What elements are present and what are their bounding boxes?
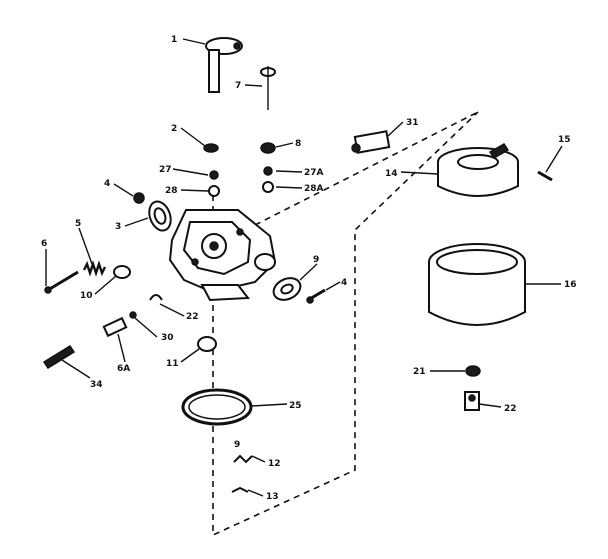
part-21-washer — [465, 365, 481, 377]
callout-25: 25 — [289, 401, 302, 411]
part-31-fitting — [351, 130, 391, 154]
callout-4-right: 4 — [341, 278, 347, 288]
callout-9-right: 9 — [313, 255, 319, 265]
part-2-seal — [203, 143, 219, 153]
callout-3: 3 — [115, 222, 121, 232]
part-4-screw-right — [306, 288, 326, 304]
callout-27: 27 — [159, 165, 172, 175]
part-4-screw-left — [133, 192, 145, 204]
part-1-throttle-shaft — [205, 37, 243, 93]
callout-15: 15 — [558, 135, 571, 145]
part-6-needle-screw — [44, 270, 79, 294]
part-16-filter-element — [428, 243, 526, 326]
callout-labels: 1 7 2 8 27 27A 28 28A 4 3 6 5 10 22 30 6… — [41, 35, 577, 502]
part-7-screw — [260, 66, 276, 110]
leader-lines — [45, 38, 563, 497]
callout-22-left: 22 — [186, 312, 199, 322]
part-22-right-nut — [464, 391, 480, 411]
part-25-large-gasket — [181, 388, 253, 426]
callout-34: 34 — [90, 380, 103, 390]
callout-9-lower: 9 — [234, 440, 240, 450]
part-27-28-small-parts — [208, 166, 274, 197]
callout-27a: 27A — [304, 168, 324, 178]
part-22-left — [149, 294, 163, 301]
callout-31: 31 — [406, 118, 419, 128]
assembly-dashed-lines — [212, 111, 479, 537]
carburetor-body — [168, 209, 277, 302]
part-12-13-bowl-nut — [231, 454, 253, 493]
callout-11: 11 — [166, 359, 179, 369]
part-3-gasket — [148, 200, 172, 232]
part-11-o-ring — [197, 336, 217, 352]
callout-22-right: 22 — [504, 404, 517, 414]
callout-28a: 28A — [304, 184, 324, 194]
callout-6: 6 — [41, 239, 47, 249]
callout-8: 8 — [295, 139, 301, 149]
callout-1: 1 — [171, 35, 177, 45]
part-5-spring — [82, 260, 107, 277]
part-10-o-ring — [113, 265, 131, 279]
callout-30: 30 — [161, 333, 174, 343]
callout-2: 2 — [171, 124, 177, 134]
callout-6a: 6A — [117, 364, 130, 374]
callout-13: 13 — [266, 492, 279, 502]
callout-10: 10 — [80, 291, 93, 301]
part-15-screw — [537, 170, 553, 182]
callout-4-left: 4 — [104, 179, 110, 189]
callout-21: 21 — [413, 367, 426, 377]
callout-7: 7 — [235, 81, 241, 91]
part-34-needle — [42, 344, 76, 370]
callout-12: 12 — [268, 459, 281, 469]
callout-14: 14 — [385, 169, 398, 179]
part-8-seal — [260, 142, 276, 154]
part-9-gasket — [272, 277, 302, 301]
callout-5: 5 — [75, 219, 81, 229]
part-14-filter-cover — [437, 143, 519, 197]
callout-28: 28 — [165, 186, 178, 196]
callout-16: 16 — [564, 280, 577, 290]
part-6a-fitting — [102, 311, 137, 338]
